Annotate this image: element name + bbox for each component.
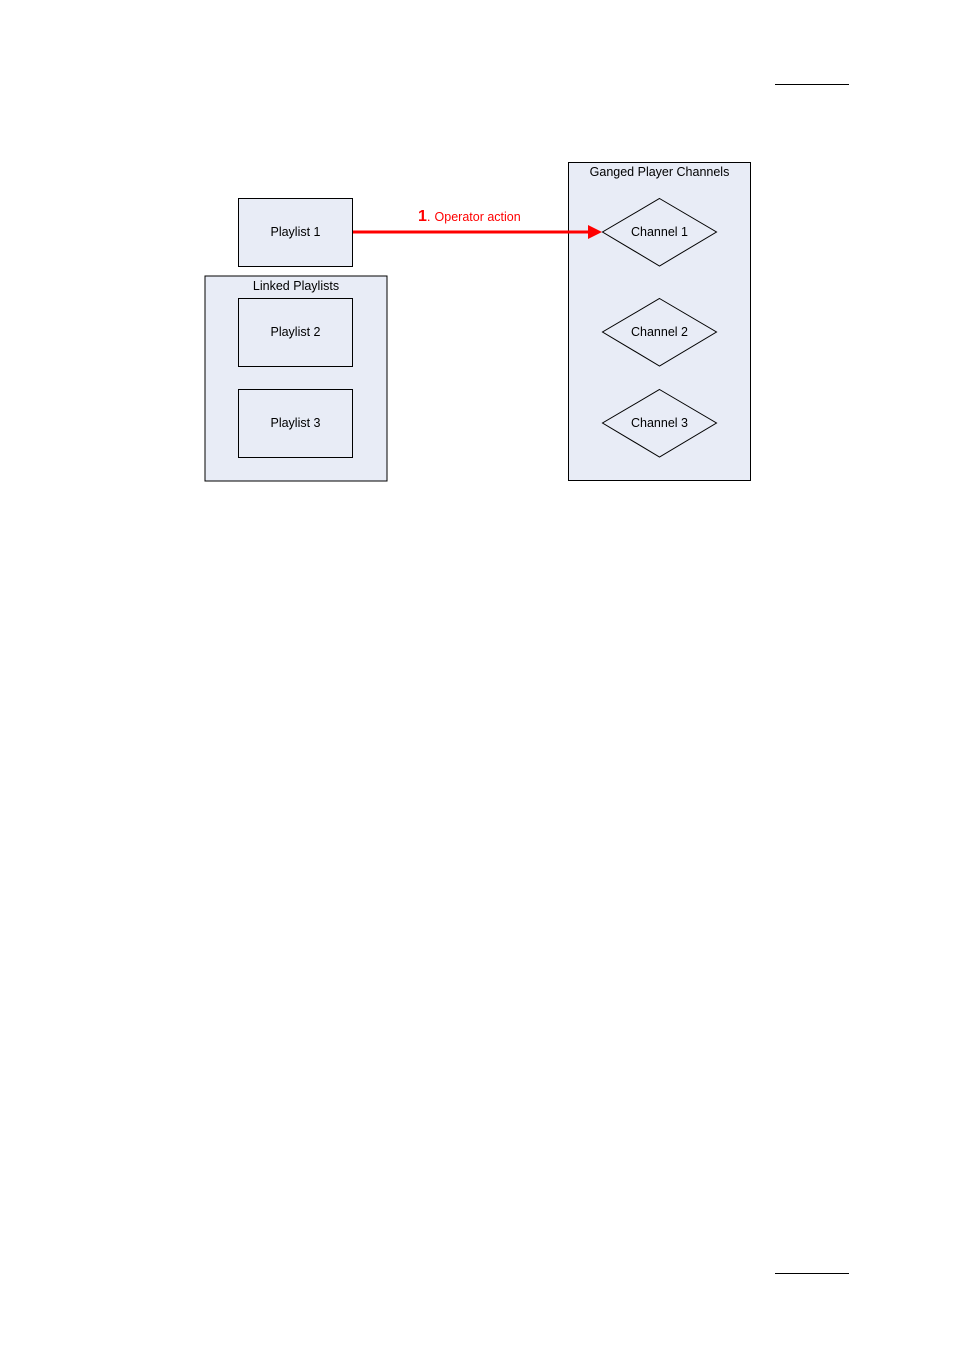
playlist-gang-diagram: Linked Playlists Playlist 2 Playlist 3 P… <box>0 0 954 520</box>
channel-1-label: Channel 1 <box>631 225 688 239</box>
playlist-1-group: Playlist 1 <box>239 199 353 267</box>
playlist-2-label: Playlist 2 <box>270 325 320 339</box>
ganged-channels-group: Ganged Player Channels Channel 1 Channel… <box>569 163 751 481</box>
edge-label-text: Operator action <box>435 210 521 224</box>
channel-2-label: Channel 2 <box>631 325 688 339</box>
playlist-3-label: Playlist 3 <box>270 416 320 430</box>
linked-playlists-group: Linked Playlists Playlist 2 Playlist 3 <box>205 276 387 481</box>
edge-step-number: 1 <box>418 208 427 225</box>
edge-label: 1. Operator action <box>418 208 521 225</box>
edge-separator: . <box>427 209 431 224</box>
playlist-1-label: Playlist 1 <box>270 225 320 239</box>
ganged-channels-title: Ganged Player Channels <box>590 165 730 179</box>
linked-playlists-title: Linked Playlists <box>253 279 339 293</box>
channel-3-label: Channel 3 <box>631 416 688 430</box>
operator-action-edge: 1. Operator action <box>353 208 602 239</box>
footer-rule <box>775 1273 849 1274</box>
